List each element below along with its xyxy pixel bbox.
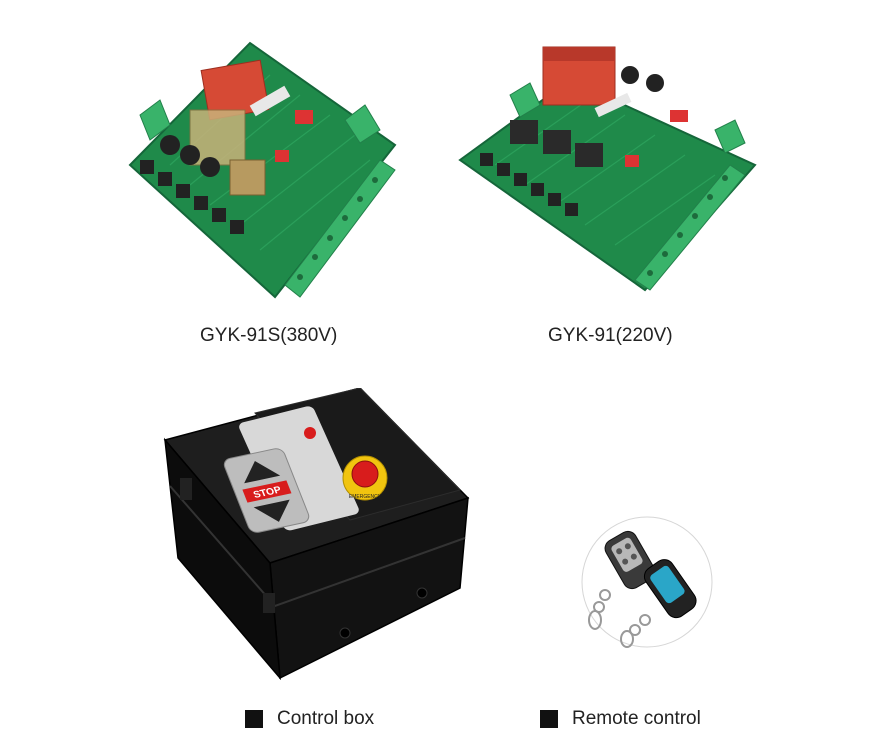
pcb-board-220v-image (458, 46, 757, 292)
legend-control-box-label: Control box (277, 708, 375, 729)
caption-gyk-91s: GYK-91S(380V) (200, 325, 338, 346)
bullet-square-icon (245, 710, 263, 728)
legend-remote-control: Remote control (540, 708, 701, 730)
bullet-square-icon (540, 710, 558, 728)
pcb-board-380v-image (128, 41, 397, 299)
legend-control-box: Control box (245, 708, 374, 730)
control-box-image: STOP EMERGENCY (163, 388, 470, 680)
legend-remote-control-label: Remote control (572, 708, 701, 729)
emergency-label: EMERGENCY (349, 494, 382, 500)
caption-gyk-91: GYK-91(220V) (548, 325, 673, 346)
remote-control-image (581, 516, 713, 648)
